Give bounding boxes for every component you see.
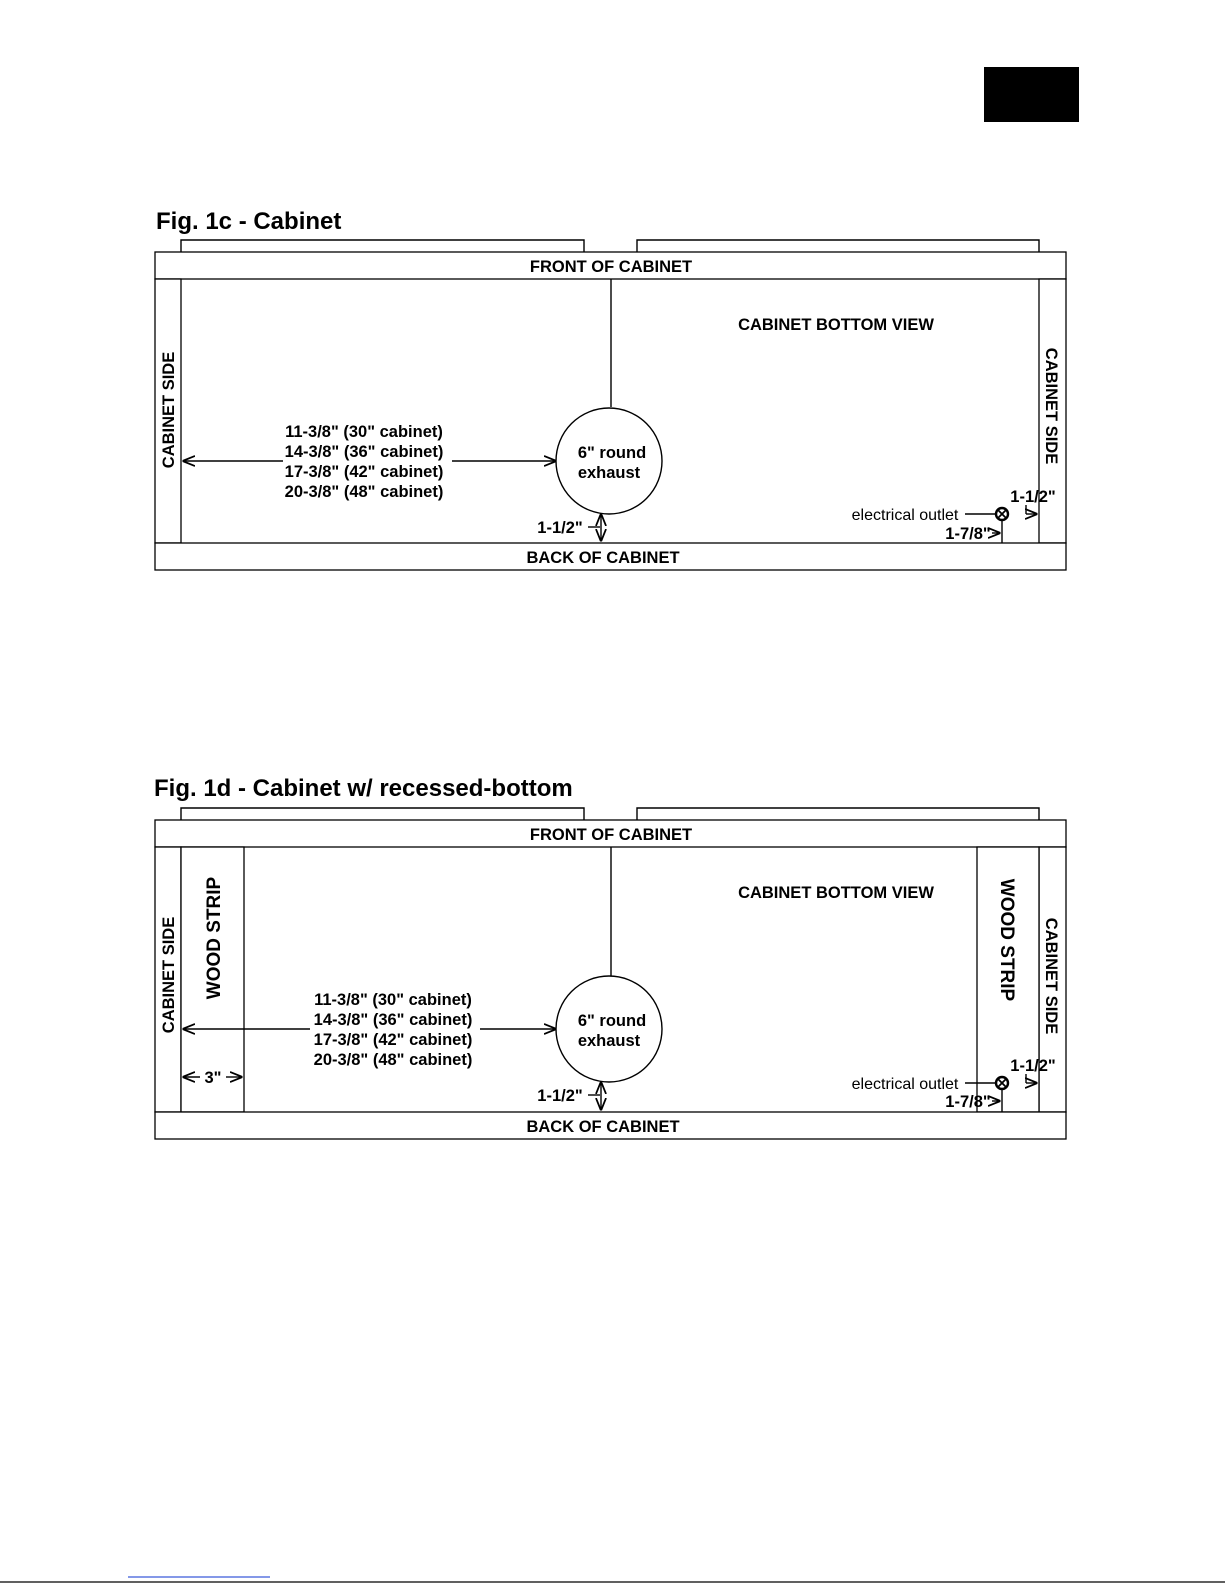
dimension-30: 11-3/8" (30" cabinet)	[285, 423, 443, 441]
dimension-36: 14-3/8" (36" cabinet)	[285, 443, 444, 461]
right-wood-strip-label: WOOD STRIP	[996, 879, 1017, 1002]
page-tab-marker	[984, 67, 1079, 122]
right-wood-strip	[976, 846, 1040, 1113]
front-strip	[154, 251, 1067, 280]
left-side-strip	[154, 846, 182, 1113]
back-label: BACK OF CABINET	[526, 1118, 679, 1136]
dimension-48: 20-3/8" (48" cabinet)	[285, 483, 444, 501]
figure-1c: Fig. 1c - Cabinet FRONT OF CABINET CABIN…	[154, 208, 1067, 571]
exhaust-label-line1: 6" round	[578, 1012, 646, 1030]
right-side-label: CABINET SIDE	[1042, 918, 1060, 1034]
top-tab-right	[636, 807, 1040, 820]
outlet-label: electrical outlet	[852, 1076, 959, 1093]
dimension-42: 17-3/8" (42" cabinet)	[314, 1031, 473, 1049]
view-label: CABINET BOTTOM VIEW	[738, 884, 934, 902]
front-label: FRONT OF CABINET	[530, 258, 692, 276]
outlet-side-dim: 1-1/2"	[1010, 1057, 1055, 1075]
exhaust-label-line2: exhaust	[578, 464, 641, 482]
outlet-label: electrical outlet	[852, 507, 959, 524]
back-label: BACK OF CABINET	[526, 549, 679, 567]
exhaust-offset-label: 1-1/2"	[537, 519, 582, 537]
exhaust-offset-label: 1-1/2"	[537, 1087, 582, 1105]
top-tab-right	[636, 239, 1040, 252]
right-side-label: CABINET SIDE	[1042, 348, 1060, 464]
figure-1d: Fig. 1d - Cabinet w/ recessed-bottom FRO…	[154, 775, 1067, 1140]
dimension-48: 20-3/8" (48" cabinet)	[314, 1051, 473, 1069]
left-side-label: CABINET SIDE	[160, 917, 178, 1033]
left-wood-strip-label: WOOD STRIP	[204, 876, 225, 999]
dimension-30: 11-3/8" (30" cabinet)	[314, 991, 472, 1009]
left-side-label: CABINET SIDE	[160, 352, 178, 468]
back-strip	[154, 1111, 1067, 1140]
figure-title: Fig. 1d - Cabinet w/ recessed-bottom	[154, 775, 573, 802]
top-tab-left	[180, 807, 585, 820]
dimension-42: 17-3/8" (42" cabinet)	[285, 463, 444, 481]
exhaust-label-line2: exhaust	[578, 1032, 641, 1050]
view-label: CABINET BOTTOM VIEW	[738, 316, 934, 334]
strip-width-label: 3"	[205, 1069, 222, 1087]
left-wood-strip	[180, 846, 245, 1113]
front-label: FRONT OF CABINET	[530, 826, 692, 844]
outlet-back-dim: 1-7/8"	[945, 525, 990, 543]
outlet-side-dim: 1-1/2"	[1010, 488, 1055, 506]
back-strip	[154, 542, 1067, 571]
left-side-strip	[154, 278, 182, 544]
outlet-back-dim: 1-7/8"	[945, 1093, 990, 1111]
exhaust-label-line1: 6" round	[578, 444, 646, 462]
figure-title: Fig. 1c - Cabinet	[156, 208, 341, 235]
top-tab-left	[180, 239, 585, 252]
dimension-36: 14-3/8" (36" cabinet)	[314, 1011, 473, 1029]
